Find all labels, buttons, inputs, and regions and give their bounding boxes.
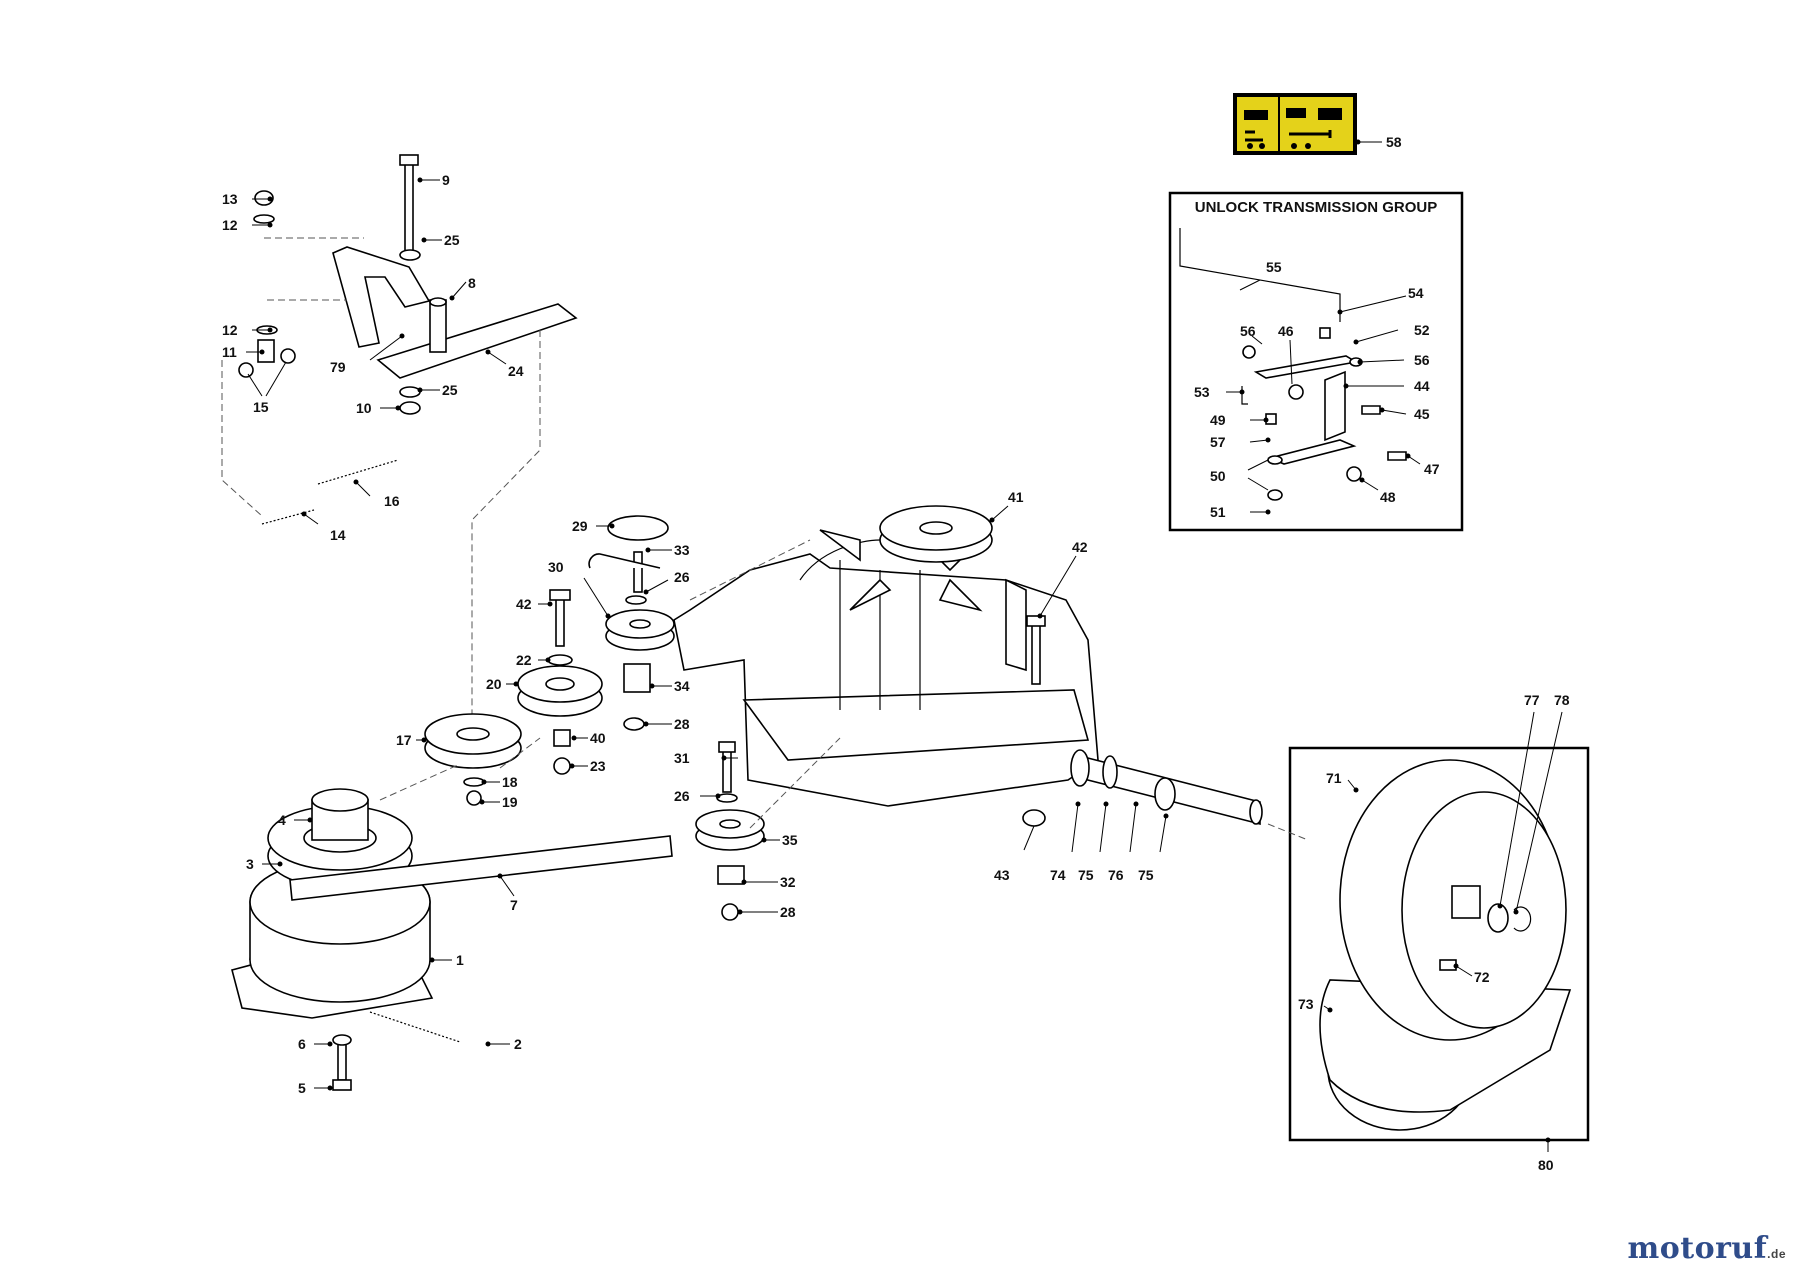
callout-15: 15 [253,399,269,415]
callout-77: 77 [1524,692,1540,708]
callout-12a: 12 [222,217,238,233]
brand-watermark: motoruf.de [1628,1231,1787,1266]
callout-18: 18 [502,774,518,790]
callout-56b: 56 [1414,352,1430,368]
callout-49: 49 [1210,412,1226,428]
brand-main: motoruf [1627,1231,1768,1266]
pulley-part-20 [517,665,603,717]
callout-10: 10 [356,400,372,416]
callout-25b: 25 [442,382,458,398]
callout-53: 53 [1194,384,1210,400]
callout-29: 29 [572,518,588,534]
callout-51: 51 [1210,504,1226,520]
callout-54: 54 [1408,285,1424,301]
callout-71: 71 [1326,770,1342,786]
callout-32: 32 [780,874,796,890]
mounting-bracket-assembly [221,154,578,750]
callout-26b: 26 [674,788,690,804]
callout-23: 23 [590,758,606,774]
callout-57: 57 [1210,434,1226,450]
callout-80: 80 [1538,1157,1554,1173]
callout-55: 55 [1266,259,1282,275]
callout-9: 9 [442,172,450,188]
callout-6: 6 [298,1036,306,1052]
brand-tld: .de [1767,1247,1786,1261]
callout-56a: 56 [1240,323,1256,339]
callout-43: 43 [994,867,1010,883]
callout-1: 1 [456,952,464,968]
pulley-part-30 [605,609,675,651]
wheel-inset [1267,746,1590,1142]
callout-44: 44 [1414,378,1430,394]
callout-4: 4 [278,812,286,828]
callout-28b: 28 [780,904,796,920]
callout-78: 78 [1554,692,1570,708]
callout-14: 14 [330,527,346,543]
callout-50: 50 [1210,468,1226,484]
callout-2: 2 [514,1036,522,1052]
callout-52: 52 [1414,322,1430,338]
callout-33: 33 [674,542,690,558]
callout-16: 16 [384,493,400,509]
callout-20: 20 [486,676,502,692]
inset-title: UNLOCK TRANSMISSION GROUP [1195,199,1438,216]
callout-26a: 26 [674,569,690,585]
small-hardware [463,515,1046,921]
callout-5: 5 [298,1080,306,1096]
callout-76: 76 [1108,867,1124,883]
pulley-part-35 [695,809,765,851]
unlock-transmission-inset: UNLOCK TRANSMISSION GROUP [1168,191,1464,532]
callout-75b: 75 [1138,867,1154,883]
spring-part-2 [369,1011,461,1043]
callout-8: 8 [468,275,476,291]
callout-28a: 28 [674,716,690,732]
callout-3: 3 [246,856,254,872]
callout-25a: 25 [444,232,460,248]
transaxle-housing [673,505,1263,826]
callout-35: 35 [782,832,798,848]
callout-7: 7 [510,897,518,913]
drive-belt-part-7 [289,835,673,901]
callout-72: 72 [1474,969,1490,985]
callout-79: 79 [330,359,346,375]
callout-11: 11 [222,344,237,360]
callout-17: 17 [396,732,412,748]
callout-75a: 75 [1078,867,1094,883]
callout-30: 30 [548,559,564,575]
callout-12b: 12 [222,322,238,338]
rod-part-14 [261,509,315,525]
callout-24: 24 [508,363,524,379]
callouts: 9 13 12 25 8 12 11 15 79 24 25 10 16 14 … [222,134,1570,1173]
callout-40: 40 [590,730,606,746]
callout-73: 73 [1298,996,1314,1012]
callout-58: 58 [1386,134,1402,150]
callout-45: 45 [1414,406,1430,422]
callout-74: 74 [1050,867,1066,883]
callout-46: 46 [1278,323,1294,339]
callout-42a: 42 [516,596,532,612]
decal-part-58 [1233,93,1357,155]
spring-part-16 [317,459,399,485]
callout-42b: 42 [1072,539,1088,555]
callout-48: 48 [1380,489,1396,505]
pulley-part-17 [424,713,522,769]
callout-13: 13 [222,191,238,207]
callout-22: 22 [516,652,532,668]
callout-41: 41 [1008,489,1024,505]
callout-34: 34 [674,678,690,694]
callout-31: 31 [674,750,690,766]
callout-19: 19 [502,794,518,810]
callout-47: 47 [1424,461,1440,477]
